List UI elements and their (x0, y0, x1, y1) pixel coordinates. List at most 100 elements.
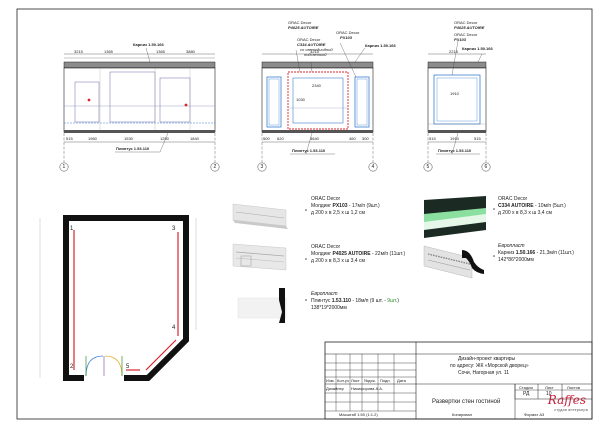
legend-plinth-qty-extra: 9шт. (387, 298, 398, 304)
legend-plinth-qty-close: ) (397, 298, 399, 304)
legend-c334-brand: ORAC Decor (498, 196, 528, 202)
cornice-profile (462, 250, 484, 274)
mid-brand-2: ORAC Decor (336, 30, 360, 35)
legend-cornice-qty: - 21,3м/п (11шт.) (536, 250, 574, 256)
axis-label: 5 (426, 163, 430, 170)
right-plinth-label: Плинтус 1.53.110 (438, 148, 472, 153)
col-data: Дата (397, 378, 406, 383)
legend-plinth-brand: Европласт (311, 291, 338, 297)
legend-px103-size: д 200 х в 2,5 х ш 1,2 см (311, 210, 365, 216)
sheet-header: Лист (545, 384, 554, 390)
legend-cornice-prefix: Карниз (498, 250, 515, 256)
legend-px103-brand: ORAC Decor (311, 196, 341, 202)
axis-label: 3 (260, 163, 264, 170)
axis-label: 1 (62, 163, 66, 170)
left-dim-top: 1365 (104, 49, 113, 54)
axis-label: 2 (213, 163, 217, 170)
left-dim-bottom: 1840 (190, 136, 199, 141)
legend-plinth-prefix: Плинтус (311, 298, 331, 304)
c334-swatch (424, 196, 486, 238)
ceiling-band (63, 61, 216, 69)
legend-px103-code: PX103 (332, 203, 348, 209)
sheet-title: Развертки стен гостиной (432, 399, 501, 405)
right-dim-bottom: 515 (474, 136, 481, 141)
legend-px103-prefix: Молдинг (311, 203, 332, 209)
plan-wall-number: 4 (172, 325, 176, 331)
left-dim-top: 1365 (156, 49, 165, 54)
stage-value: РД (523, 391, 530, 397)
format-label: Формат А3 (524, 412, 545, 417)
right-dim-bottom: 1910 (450, 136, 459, 141)
sheet-border (16, 8, 593, 420)
mid-dim-bottom: 300 (362, 136, 369, 141)
designer-role: Дизайнер (326, 386, 344, 391)
right-product-2: PX103 (454, 37, 467, 42)
legend-p4025-line: Молдинг P4025 AUTOIRE - 22м/п (11шт.) (311, 252, 405, 257)
project-line-3: Сочи, Нагорная ул. 11 (458, 370, 510, 376)
plinth-profile (237, 288, 287, 323)
legend-c334-code: C334 AUTOIRE (498, 203, 534, 209)
p4025-swatch (232, 243, 287, 271)
plan-wall-number: 3 (172, 226, 176, 232)
mid-product-3: C334 AUTOIRE (297, 42, 326, 47)
brand-logo: Raffes (547, 393, 586, 407)
plan-wall-number: 2 (70, 364, 74, 370)
cornice-swatch (423, 245, 473, 279)
legend-cornice-code: 1.50.166 (515, 250, 536, 256)
mid-dim-bottom: 500 (263, 136, 270, 141)
left-dim-bottom: 515 (66, 136, 73, 141)
plan-wall-number: 1 (70, 226, 74, 232)
mid-plinth-label: Плинтус 1.53.110 (292, 148, 326, 153)
right-dim-top: 2215 (449, 49, 458, 54)
elevation-left (59, 47, 220, 172)
left-dim-top: 3880 (186, 49, 195, 54)
mid-product-3-note: подсветкой (304, 52, 327, 57)
floor-plan (39, 215, 197, 382)
axis-label: 6 (484, 163, 488, 170)
left-cornice-label: Карниз 1.50.166 (133, 42, 164, 47)
elevation-right (423, 40, 491, 172)
mid-product-3-note: со светодиодной (300, 47, 333, 52)
legend-px103-line: Молдинг PX103 - 17м/п (9шт.) (311, 204, 380, 209)
legend-plinth-size: 138*19*2000мм (311, 305, 347, 311)
mid-dim-bottom: 620 (277, 136, 284, 141)
legend-cornice-size: 142*86*2000мм (498, 257, 534, 263)
project-line-1: Дизайн-проект квартиры (458, 356, 516, 362)
mid-cornice-label: Карниз 1.50.166 (365, 43, 396, 48)
mid-brand-3: ORAC Decor (297, 37, 321, 42)
brand-subtitle: студия интерьера (554, 408, 588, 412)
right-dim-bottom: 515 (429, 136, 436, 141)
plan-wall-number: 5 (126, 364, 130, 370)
right-product-1: P4025 AUTOIRE (454, 25, 485, 30)
col-list: Лист (351, 378, 360, 383)
mid-product-1: P4025 AUTOIRE (288, 25, 319, 30)
mid-dim-inner: 2340 (312, 83, 321, 88)
col-podp: Подп. (380, 378, 391, 383)
legend-p4025-size: д 200 х в 8,3 х ш 3,4 см (311, 258, 365, 264)
legend-plinth-line: Плинтус 1.53.110 - 18м/п (9 шт. - 9шт.) (311, 299, 399, 304)
scale-label: Масштаб 1:50 (1:1.2) (339, 412, 378, 417)
project-line-2: по адресу: ЖК «Морской дворец» (450, 363, 529, 369)
left-dim-bottom: 1250 (160, 136, 169, 141)
left-plinth-label: Плинтус 1.53.110 (116, 146, 150, 151)
px103-swatch (232, 203, 288, 229)
right-brand-2: ORAC Decor (454, 32, 478, 37)
legend-p4025-prefix: Молдинг (311, 251, 332, 257)
legend-px103-qty: - 17м/п (9шт.) (348, 203, 380, 209)
mid-product-2: PX103 (340, 35, 353, 40)
stage-header: Стадия (519, 384, 533, 390)
sheet-value: 10 (546, 391, 552, 397)
mid-brand-1: ORAC Decor (288, 20, 312, 25)
mid-dim-bottom: 3640 (310, 136, 319, 141)
legend-p4025-brand: ORAC Decor (311, 244, 341, 250)
mid-dim-bottom: 460 (349, 136, 356, 141)
title-block (324, 341, 593, 420)
legend-plinth-code: 1.53.110 (331, 298, 351, 304)
legend-swatches (232, 196, 495, 323)
sheets-header: Листов (567, 384, 580, 390)
legend-plinth-qty: - 18м/п (9 шт. - (352, 298, 386, 304)
right-dim-inner: 1910 (450, 91, 459, 96)
legend-c334-size: д 200 х в 8,3 х ш 3,4 см (498, 210, 552, 216)
